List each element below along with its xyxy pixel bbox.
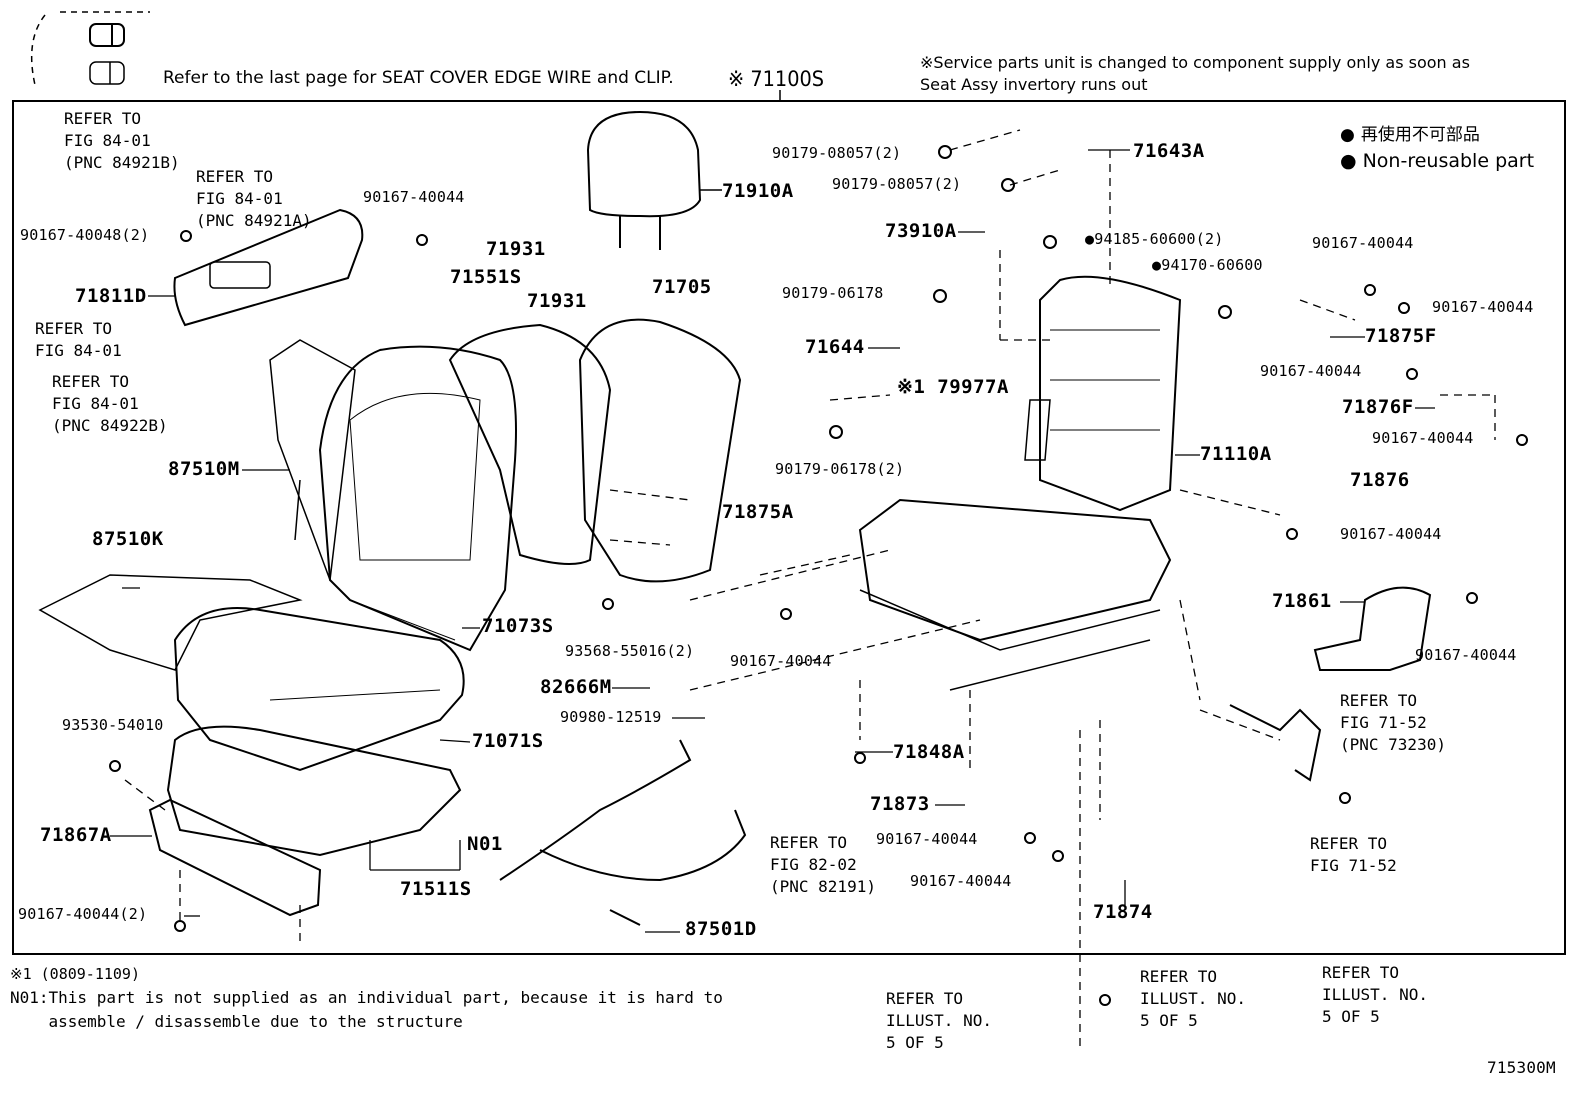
part-71876F[interactable]: 71876F	[1342, 396, 1414, 418]
refer-to-fig-71-52[interactable]: REFER TO FIG 71-52 (PNC 73230)	[1340, 691, 1446, 754]
part-90179-08057[interactable]: 90179-08057(2)	[832, 175, 962, 193]
refer-to-illust-5-of-5[interactable]: REFER TO ILLUST. NO. 5 OF 5	[1322, 963, 1428, 1026]
part-90167-40044[interactable]: 90167-40044	[1415, 646, 1517, 664]
part-90167-40044[interactable]: 90167-40044	[1432, 298, 1534, 316]
seat-cushion-pad	[166, 725, 462, 857]
part-90167-40048[interactable]: 90167-40048(2)	[20, 226, 150, 244]
part-93568-55016[interactable]: 93568-55016(2)	[565, 642, 695, 660]
part-87510K[interactable]: 87510K	[92, 528, 164, 550]
diagram-frame	[12, 100, 1566, 955]
part-71643A[interactable]: 71643A	[1133, 140, 1205, 162]
part-71931[interactable]: 71931	[527, 290, 587, 312]
seat-cushion-cover	[173, 607, 465, 772]
part-90167-40044[interactable]: 90167-40044	[1260, 362, 1362, 380]
refer-to-fig-84-01[interactable]: REFER TO FIG 84-01 (PNC 84922B)	[52, 372, 168, 435]
part-73910A[interactable]: 73910A	[885, 220, 957, 242]
refer-to-illust-5-of-5[interactable]: REFER TO ILLUST. NO. 5 OF 5	[1140, 967, 1246, 1030]
seat-frame	[858, 275, 1182, 691]
footnote-1: ※1 (0809-1109)	[10, 965, 140, 983]
clip-icon	[89, 61, 125, 85]
part-71873[interactable]: 71873	[870, 793, 930, 815]
part-71876[interactable]: 71876	[1350, 469, 1410, 491]
seatback-pad	[448, 323, 612, 565]
part-71875F[interactable]: 71875F	[1365, 325, 1437, 347]
refer-to-illust-5-of-5[interactable]: REFER TO ILLUST. NO. 5 OF 5	[886, 989, 992, 1052]
part-90167-40044[interactable]: 90167-40044	[730, 652, 832, 670]
part-90167-40044[interactable]: 90167-40044	[876, 830, 978, 848]
part-90179-06178[interactable]: 90179-06178	[782, 284, 884, 302]
part-71705[interactable]: 71705	[652, 276, 712, 298]
legend-non-reusable-en: Non-reusable part	[1340, 152, 1534, 171]
part-90167-40044[interactable]: 90167-40044	[910, 872, 1012, 890]
refer-to-fig-71-52[interactable]: REFER TO FIG 71-52	[1310, 834, 1397, 875]
seat-heater-cushion	[38, 574, 303, 671]
part-71551S[interactable]: 71551S	[450, 266, 522, 288]
seat-belt-buckle	[1229, 704, 1322, 782]
part-82666M[interactable]: 82666M	[540, 676, 612, 698]
part-90179-06178-2[interactable]: 90179-06178(2)	[775, 460, 905, 478]
part-90167-40044[interactable]: 90167-40044	[1340, 525, 1442, 543]
part-71910A[interactable]: 71910A	[722, 180, 794, 202]
part-71073S[interactable]: 71073S	[482, 615, 554, 637]
legend-non-reusable-jp: 再使用不可部品	[1340, 127, 1480, 144]
service-note-line1: ※Service parts unit is changed to compon…	[920, 53, 1470, 72]
part-90980-12519[interactable]: 90980-12519	[560, 708, 662, 726]
part-71511S[interactable]: 71511S	[400, 878, 472, 900]
part-87501D[interactable]: 87501D	[685, 918, 757, 940]
service-note-line2: Seat Assy invertory runs out	[920, 75, 1148, 94]
figure-id: 715300M	[1487, 1058, 1556, 1077]
seatback-board	[578, 318, 742, 583]
side-cover	[173, 208, 364, 327]
part-90179-08057[interactable]: 90179-08057(2)	[772, 144, 902, 162]
fastener-icons	[109, 145, 1528, 1006]
refer-to-fig-84-01[interactable]: REFER TO FIG 84-01 (PNC 84921B)	[64, 109, 180, 172]
wire-harness	[499, 739, 747, 926]
part-90167-40044-2[interactable]: 90167-40044(2)	[18, 905, 148, 923]
refer-to-fig-84-01[interactable]: REFER TO FIG 84-01 (PNC 84921A)	[196, 167, 312, 230]
part-N01[interactable]: N01	[467, 833, 503, 855]
refer-to-fig-84-01[interactable]: REFER TO FIG 84-01	[35, 319, 122, 360]
part-79977A[interactable]: ※1 79977A	[897, 376, 1009, 398]
part-71874[interactable]: 71874	[1093, 901, 1153, 923]
part-71848A[interactable]: 71848A	[893, 741, 965, 763]
headrest	[586, 110, 722, 250]
part-71644[interactable]: 71644	[805, 336, 865, 358]
part-71811D[interactable]: 71811D	[75, 285, 147, 307]
part-94170-60600[interactable]: ●94170-60600	[1152, 256, 1263, 274]
side-panel-71861	[1313, 586, 1432, 671]
front-cover-panel	[148, 798, 322, 917]
cover-note: Refer to the last page for SEAT COVER ED…	[163, 68, 674, 88]
part-90167-40044[interactable]: 90167-40044	[1372, 429, 1474, 447]
part-90167-40044[interactable]: 90167-40044	[363, 188, 465, 206]
part-71861[interactable]: 71861	[1272, 590, 1332, 612]
assembly-number: ※ 71100S	[728, 67, 825, 91]
seat-heater-back	[269, 339, 356, 581]
part-71110A[interactable]: 71110A	[1200, 443, 1272, 465]
part-90167-40044[interactable]: 90167-40044	[1312, 234, 1414, 252]
part-71867A[interactable]: 71867A	[40, 824, 112, 846]
part-71931[interactable]: 71931	[486, 238, 546, 260]
seatback-cover	[318, 345, 517, 652]
part-87510M[interactable]: 87510M	[168, 458, 240, 480]
edge-wire-icon	[89, 23, 125, 47]
footnote-n01: N01:This part is not supplied as an indi…	[10, 988, 723, 1031]
part-93530-54010[interactable]: 93530-54010	[62, 716, 164, 734]
refer-to-fig-82-02[interactable]: REFER TO FIG 82-02 (PNC 82191)	[770, 833, 876, 896]
part-71071S[interactable]: 71071S	[472, 730, 544, 752]
part-71875A[interactable]: 71875A	[722, 501, 794, 523]
part-94185-60600[interactable]: ●94185-60600(2)	[1085, 230, 1224, 248]
